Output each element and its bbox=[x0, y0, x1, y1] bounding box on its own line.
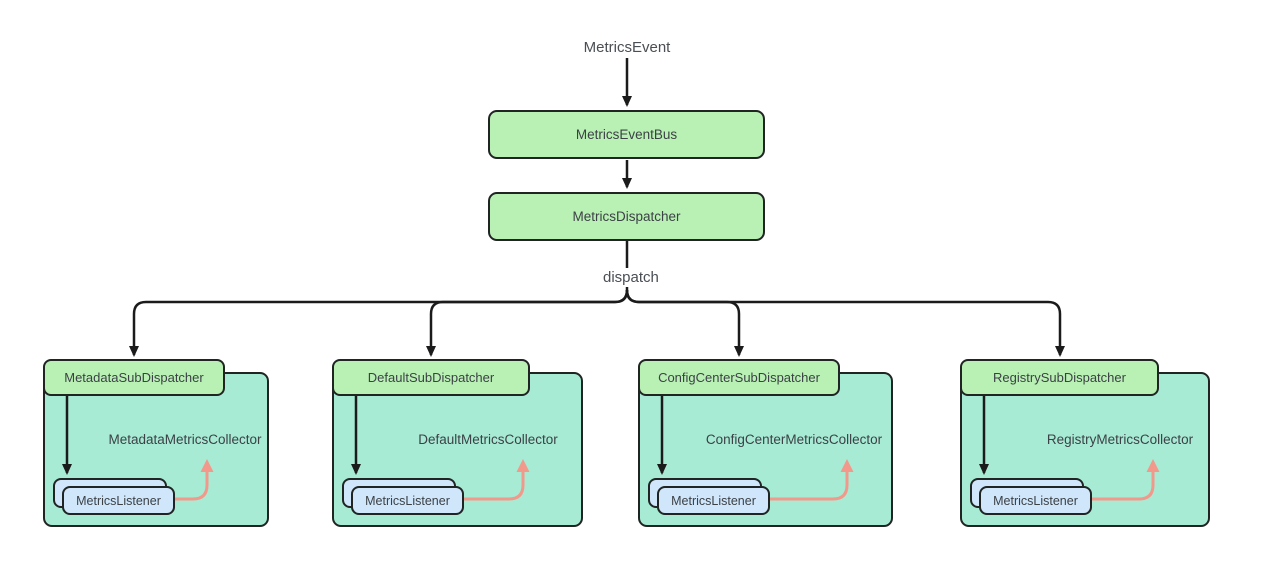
metrics-event-bus-label: MetricsEventBus bbox=[575, 127, 678, 142]
edge-dispatch-default bbox=[426, 289, 629, 357]
default-metrics-listener-label: MetricsListener bbox=[365, 493, 450, 508]
metrics-event-bus-node: MetricsEventBus bbox=[488, 110, 765, 159]
registry-metrics-listener-card: MetricsListener bbox=[979, 486, 1092, 515]
metadata-metrics-listener-label: MetricsListener bbox=[76, 493, 161, 508]
metrics-dispatcher-label: MetricsDispatcher bbox=[572, 209, 681, 224]
metadata-metrics-listener-card: MetricsListener bbox=[62, 486, 175, 515]
edge-dispatch-metadata bbox=[129, 289, 629, 357]
edge-listener-to-configcenter-collector bbox=[770, 459, 854, 501]
configcenter-sub-dispatcher-tab: ConfigCenterSubDispatcher bbox=[638, 359, 840, 396]
configcenter-metrics-listener-card: MetricsListener bbox=[657, 486, 770, 515]
dispatch-edge-label: dispatch bbox=[597, 268, 665, 287]
configcenter-sub-dispatcher-label: ConfigCenterSubDispatcher bbox=[658, 370, 820, 385]
configcenter-metrics-collector-label: ConfigCenterMetricsCollector bbox=[705, 432, 883, 447]
edge-listener-to-registry-collector bbox=[1092, 459, 1160, 501]
edge-dispatch-configcenter bbox=[625, 289, 744, 357]
configcenter-metrics-listener-label: MetricsListener bbox=[671, 493, 756, 508]
metadata-sub-dispatcher-tab: MetadataSubDispatcher bbox=[43, 359, 225, 396]
edge-dispatch-registry bbox=[625, 289, 1065, 357]
registry-metrics-listener-label: MetricsListener bbox=[993, 493, 1078, 508]
edge-listener-to-default-collector bbox=[464, 459, 530, 501]
metadata-sub-dispatcher-label: MetadataSubDispatcher bbox=[64, 370, 204, 385]
registry-sub-dispatcher-tab: RegistrySubDispatcher bbox=[960, 359, 1159, 396]
registry-metrics-collector-label: RegistryMetricsCollector bbox=[1046, 432, 1194, 447]
default-sub-dispatcher-label: DefaultSubDispatcher bbox=[367, 370, 495, 385]
default-metrics-listener-card: MetricsListener bbox=[351, 486, 464, 515]
metadata-metrics-collector-label: MetadataMetricsCollector bbox=[108, 432, 262, 447]
metrics-dispatcher-node: MetricsDispatcher bbox=[488, 192, 765, 241]
edge-listener-to-metadata-collector bbox=[175, 459, 214, 501]
default-sub-dispatcher-tab: DefaultSubDispatcher bbox=[332, 359, 530, 396]
metrics-event-label: MetricsEvent bbox=[583, 39, 671, 56]
registry-sub-dispatcher-label: RegistrySubDispatcher bbox=[993, 370, 1126, 385]
default-metrics-collector-label: DefaultMetricsCollector bbox=[418, 432, 558, 447]
